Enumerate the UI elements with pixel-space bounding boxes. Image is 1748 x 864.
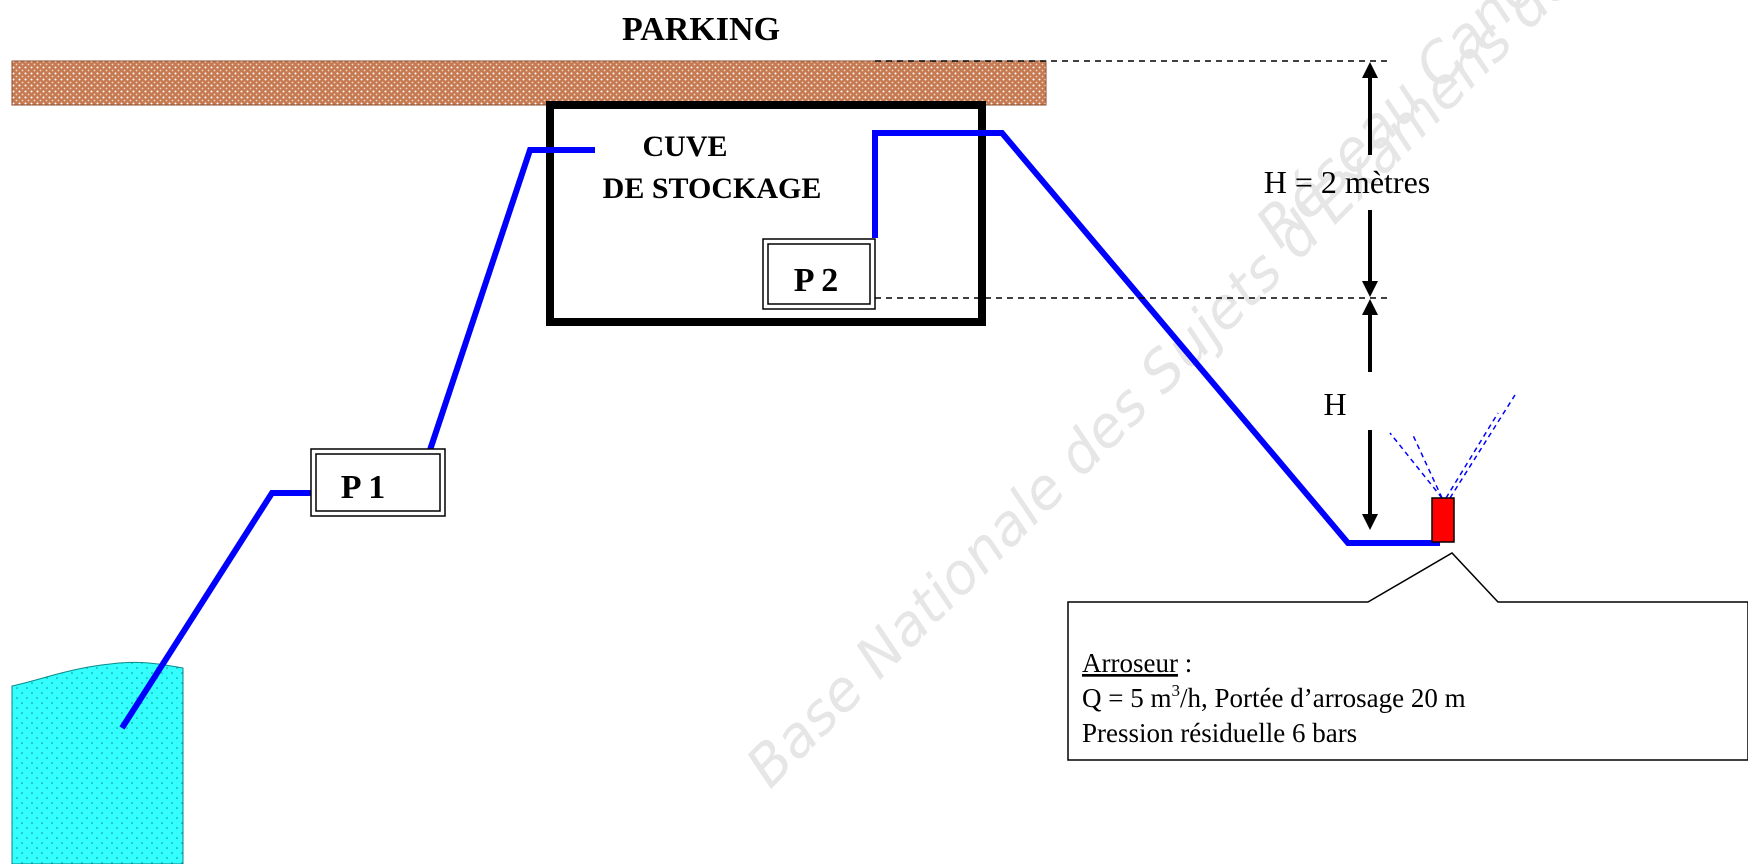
parking-slab [11,60,1047,106]
tank-label-line2: DE STOCKAGE [603,172,822,205]
callout-line2: Q = 5 m3/h, Portée d’arrosage 20 m [1082,681,1466,713]
arrow-head-down-icon [1362,281,1378,297]
callout-flow-prefix: Q = 5 m [1082,683,1171,713]
arrow-head-down-icon-2 [1362,514,1378,530]
callout-title: Arroseur [1082,648,1178,678]
pipe-p1-to-tank [427,147,595,451]
pump-p1: P 1 [310,448,446,517]
arrow-head-up-icon-2 [1362,299,1378,315]
dimension-arrows [1362,62,1378,530]
pipe-source-to-p1 [119,490,315,730]
storage-tank [546,101,986,326]
parking-label: PARKING [622,11,780,48]
tank-label-line1: CUVE [642,130,727,163]
arrow-head-up-icon [1362,62,1378,78]
callout-line1: Arroseur : [1082,648,1192,678]
callout-title-suffix: : [1178,648,1192,678]
callout-line3: Pression résiduelle 6 bars [1082,718,1357,748]
pump-p1-label: P 1 [341,469,385,506]
callout-flow-suffix: /h, Portée d’arrosage 20 m [1180,683,1466,713]
pump-p2-label: P 2 [794,262,838,299]
water-source [11,661,184,864]
height-top-label: H = 2 mètres [1264,164,1430,200]
sprinkler [1389,394,1516,543]
pump-p2: P 2 [762,238,876,310]
sprinkler-head-icon [1431,497,1455,543]
sprinkler-callout: Arroseur : Q = 5 m3/h, Portée d’arrosage… [1067,552,1748,761]
pipe-p2-to-sprinkler [872,130,1440,546]
spray-lines [1389,394,1516,499]
pipe-network [119,130,1440,730]
callout-flow-sup: 3 [1171,681,1180,700]
height-bottom-label: H [1323,386,1346,422]
